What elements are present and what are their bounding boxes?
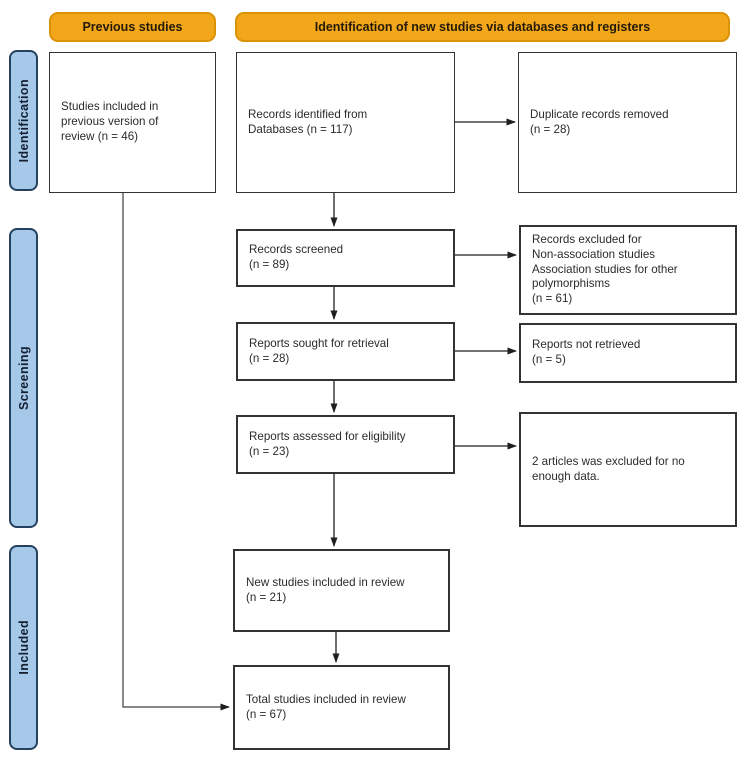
phase-bar-identification: Identification xyxy=(9,50,38,191)
box-reports-sought-text: Reports sought for retrieval (n = 28) xyxy=(249,336,389,365)
header-previous-studies-label: Previous studies xyxy=(82,20,183,34)
box-duplicates-removed-text: Duplicate records removed (n = 28) xyxy=(530,107,669,136)
box-records-identified: Records identified from Databases (n = 1… xyxy=(236,52,455,193)
box-previous-studies-text: Studies included in previous version of … xyxy=(61,100,159,143)
box-new-studies-included-text: New studies included in review (n = 21) xyxy=(246,575,405,604)
box-records-excluded: Records excluded for Non-association stu… xyxy=(519,225,737,315)
box-records-screened: Records screened (n = 89) xyxy=(236,229,455,287)
box-records-identified-text: Records identified from Databases (n = 1… xyxy=(248,107,368,136)
box-total-studies-included: Total studies included in review (n = 67… xyxy=(233,665,450,750)
box-articles-excluded-text: 2 articles was excluded for no enough da… xyxy=(532,454,685,483)
header-new-studies: Identification of new studies via databa… xyxy=(235,12,730,42)
box-records-excluded-text: Records excluded for Non-association stu… xyxy=(532,233,678,306)
phase-bar-identification-label: Identification xyxy=(16,78,31,163)
phase-bar-screening: Screening xyxy=(9,228,38,528)
box-reports-not-retrieved-text: Reports not retrieved (n = 5) xyxy=(532,338,641,366)
box-new-studies-included: New studies included in review (n = 21) xyxy=(233,549,450,632)
phase-bar-included-label: Included xyxy=(16,620,31,675)
box-articles-excluded: 2 articles was excluded for no enough da… xyxy=(519,412,737,527)
arrow-previous-studies-to-total-studies xyxy=(122,193,230,711)
phase-bar-screening-label: Screening xyxy=(16,345,31,411)
header-previous-studies: Previous studies xyxy=(49,12,216,42)
box-reports-not-retrieved: Reports not retrieved (n = 5) xyxy=(519,323,737,383)
box-duplicates-removed: Duplicate records removed (n = 28) xyxy=(518,52,737,193)
box-reports-sought: Reports sought for retrieval (n = 28) xyxy=(236,322,455,381)
box-total-studies-included-text: Total studies included in review (n = 67… xyxy=(246,692,406,721)
box-previous-studies: Studies included in previous version of … xyxy=(49,52,216,193)
header-new-studies-label: Identification of new studies via databa… xyxy=(314,20,651,34)
box-records-screened-text: Records screened (n = 89) xyxy=(249,243,344,271)
box-reports-assessed-text: Reports assessed for eligibility (n = 23… xyxy=(249,429,406,458)
phase-bar-included: Included xyxy=(9,545,38,750)
box-reports-assessed: Reports assessed for eligibility (n = 23… xyxy=(236,415,455,474)
